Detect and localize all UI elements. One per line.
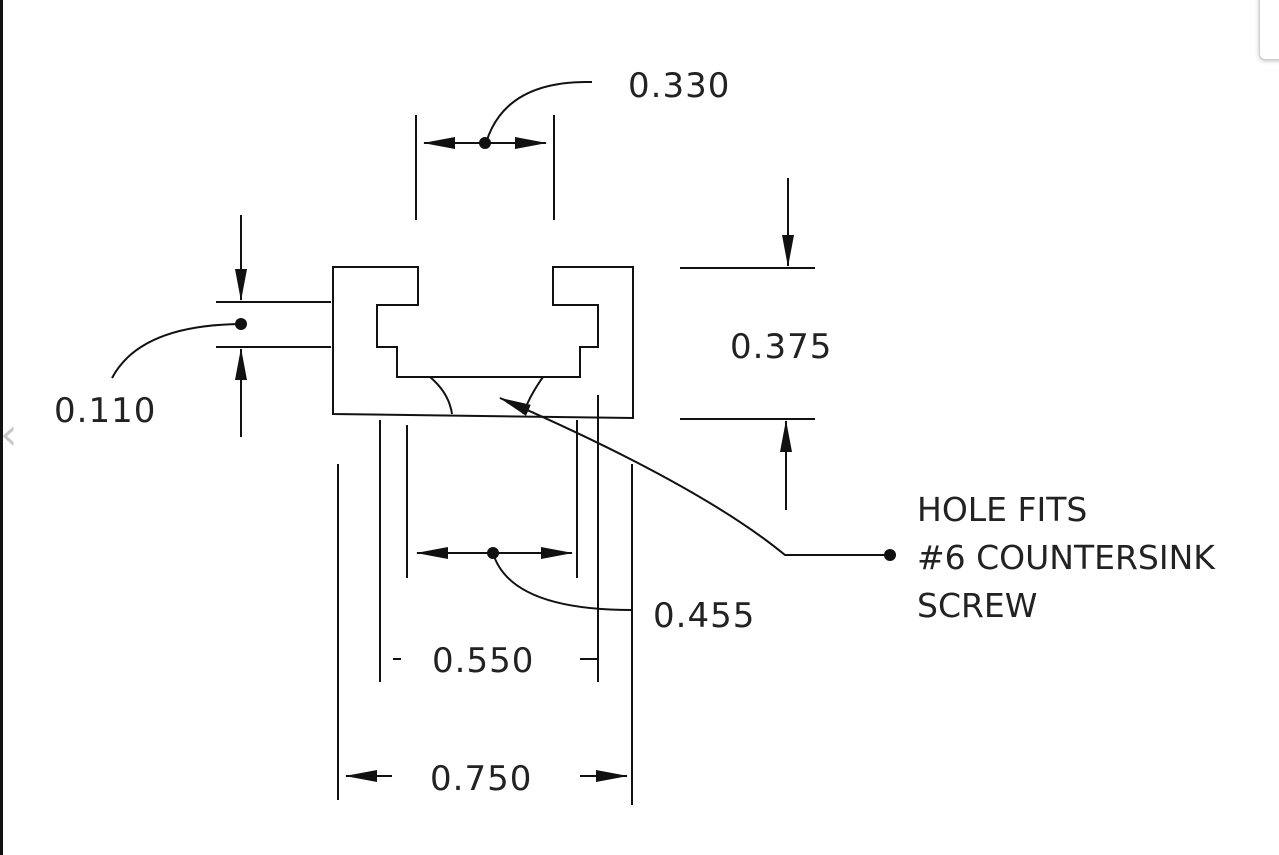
corner-button[interactable]: [1259, 0, 1279, 60]
dimension-overall-height: 0.375: [730, 327, 832, 367]
dimension-lip-thickness: 0.110: [54, 391, 156, 431]
track-profile-outline: [332, 266, 634, 420]
chevron-left-icon[interactable]: ‹: [0, 410, 14, 460]
dimension-dot: [479, 137, 491, 149]
dimension-inner-span: 0.455: [653, 596, 755, 636]
dimension-dot: [487, 547, 499, 559]
dimension-slot-width: 0.550: [432, 641, 534, 681]
note-dot: [884, 549, 896, 561]
dimension-overall-width: 0.750: [430, 759, 532, 799]
dimension-dot: [235, 318, 247, 330]
note-line-2: #6 COUNTERSINK: [917, 538, 1216, 577]
window-left-edge: [0, 0, 3, 855]
note-line-3: SCREW: [917, 586, 1037, 625]
note-line-1: HOLE FITS: [917, 490, 1087, 529]
dimension-top-opening: 0.330: [628, 66, 730, 106]
